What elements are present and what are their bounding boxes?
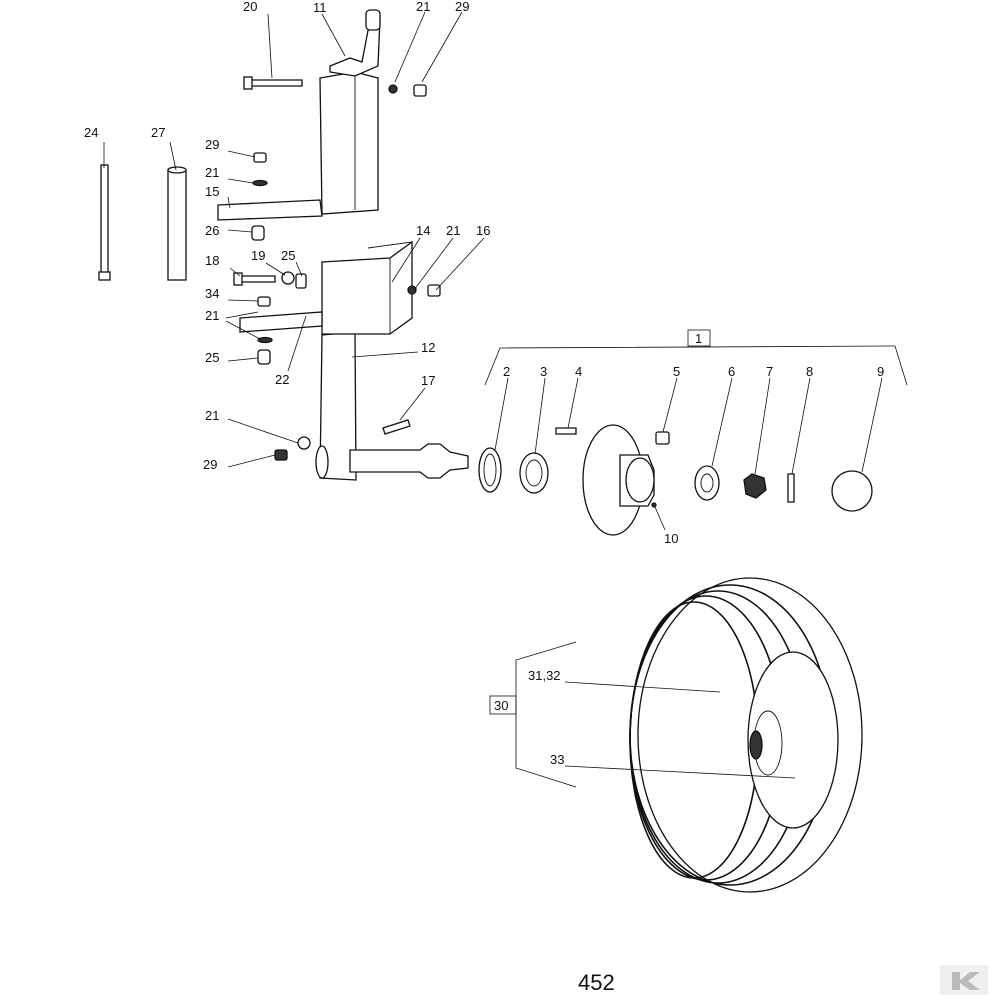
stub-axle — [349, 443, 469, 479]
callout-22: 22 — [275, 372, 289, 387]
lower-bracket-plate — [239, 311, 323, 333]
callout-21: 21 — [205, 408, 219, 423]
callout-24: 24 — [84, 125, 98, 140]
hub-bolt — [555, 427, 577, 435]
callout-2: 2 — [503, 364, 510, 379]
seal-ring — [478, 447, 502, 493]
bolt-17 — [382, 419, 411, 435]
castle-nut — [743, 473, 767, 499]
callout-21: 21 — [205, 308, 219, 323]
callout-21: 21 — [446, 223, 460, 238]
hub-cap — [831, 470, 873, 512]
bolt-20 — [249, 79, 303, 87]
jack-stand-assembly — [98, 9, 469, 481]
split-pin — [787, 473, 795, 503]
callout-26: 26 — [205, 223, 219, 238]
callout-15: 15 — [205, 184, 219, 199]
callout-27: 27 — [151, 125, 165, 140]
callout-29: 29 — [205, 137, 219, 152]
callout-11: 11 — [313, 0, 327, 15]
callout-20: 20 — [243, 0, 257, 14]
callout-8: 8 — [806, 364, 813, 379]
hub-assembly — [478, 424, 873, 536]
callout-33: 33 — [550, 752, 564, 767]
callout-31-32: 31,32 — [528, 668, 561, 683]
callout-1: 1 — [695, 331, 702, 346]
callout-labels: 20 11 21 29 24 27 29 21 15 26 18 19 25 3… — [84, 0, 884, 767]
callout-29: 29 — [455, 0, 469, 14]
callout-6: 6 — [728, 364, 735, 379]
callout-34: 34 — [205, 286, 219, 301]
callout-4: 4 — [575, 364, 582, 379]
bearing-outer — [519, 452, 549, 494]
callout-21: 21 — [205, 165, 219, 180]
callout-25: 25 — [205, 350, 219, 365]
callout-19: 19 — [251, 248, 265, 263]
jack-upright-tube — [319, 71, 379, 215]
sleeve-tube — [167, 169, 187, 281]
callout-7: 7 — [766, 364, 773, 379]
callout-30: 30 — [494, 698, 508, 713]
callout-10: 10 — [664, 531, 678, 546]
callout-29: 29 — [203, 457, 217, 472]
wheel-rim — [747, 651, 839, 829]
long-pin — [100, 164, 109, 276]
wheel — [629, 577, 863, 893]
callout-14: 14 — [416, 223, 430, 238]
clamp-housing — [321, 240, 413, 335]
callout-17: 17 — [421, 373, 435, 388]
callout-16: 16 — [476, 223, 490, 238]
bolt-18 — [239, 275, 276, 283]
callout-21: 21 — [416, 0, 430, 14]
callout-25: 25 — [281, 248, 295, 263]
callout-18: 18 — [205, 253, 219, 268]
callout-12: 12 — [421, 340, 435, 355]
bearing-inner — [694, 465, 720, 501]
callout-3: 3 — [540, 364, 547, 379]
page-number: 452 — [578, 970, 615, 995]
callout-9: 9 — [877, 364, 884, 379]
leader-lines — [103, 11, 908, 788]
callout-5: 5 — [673, 364, 680, 379]
upper-bracket-plate — [217, 199, 323, 221]
hub-nut — [655, 431, 670, 445]
corner-logo — [940, 965, 988, 995]
